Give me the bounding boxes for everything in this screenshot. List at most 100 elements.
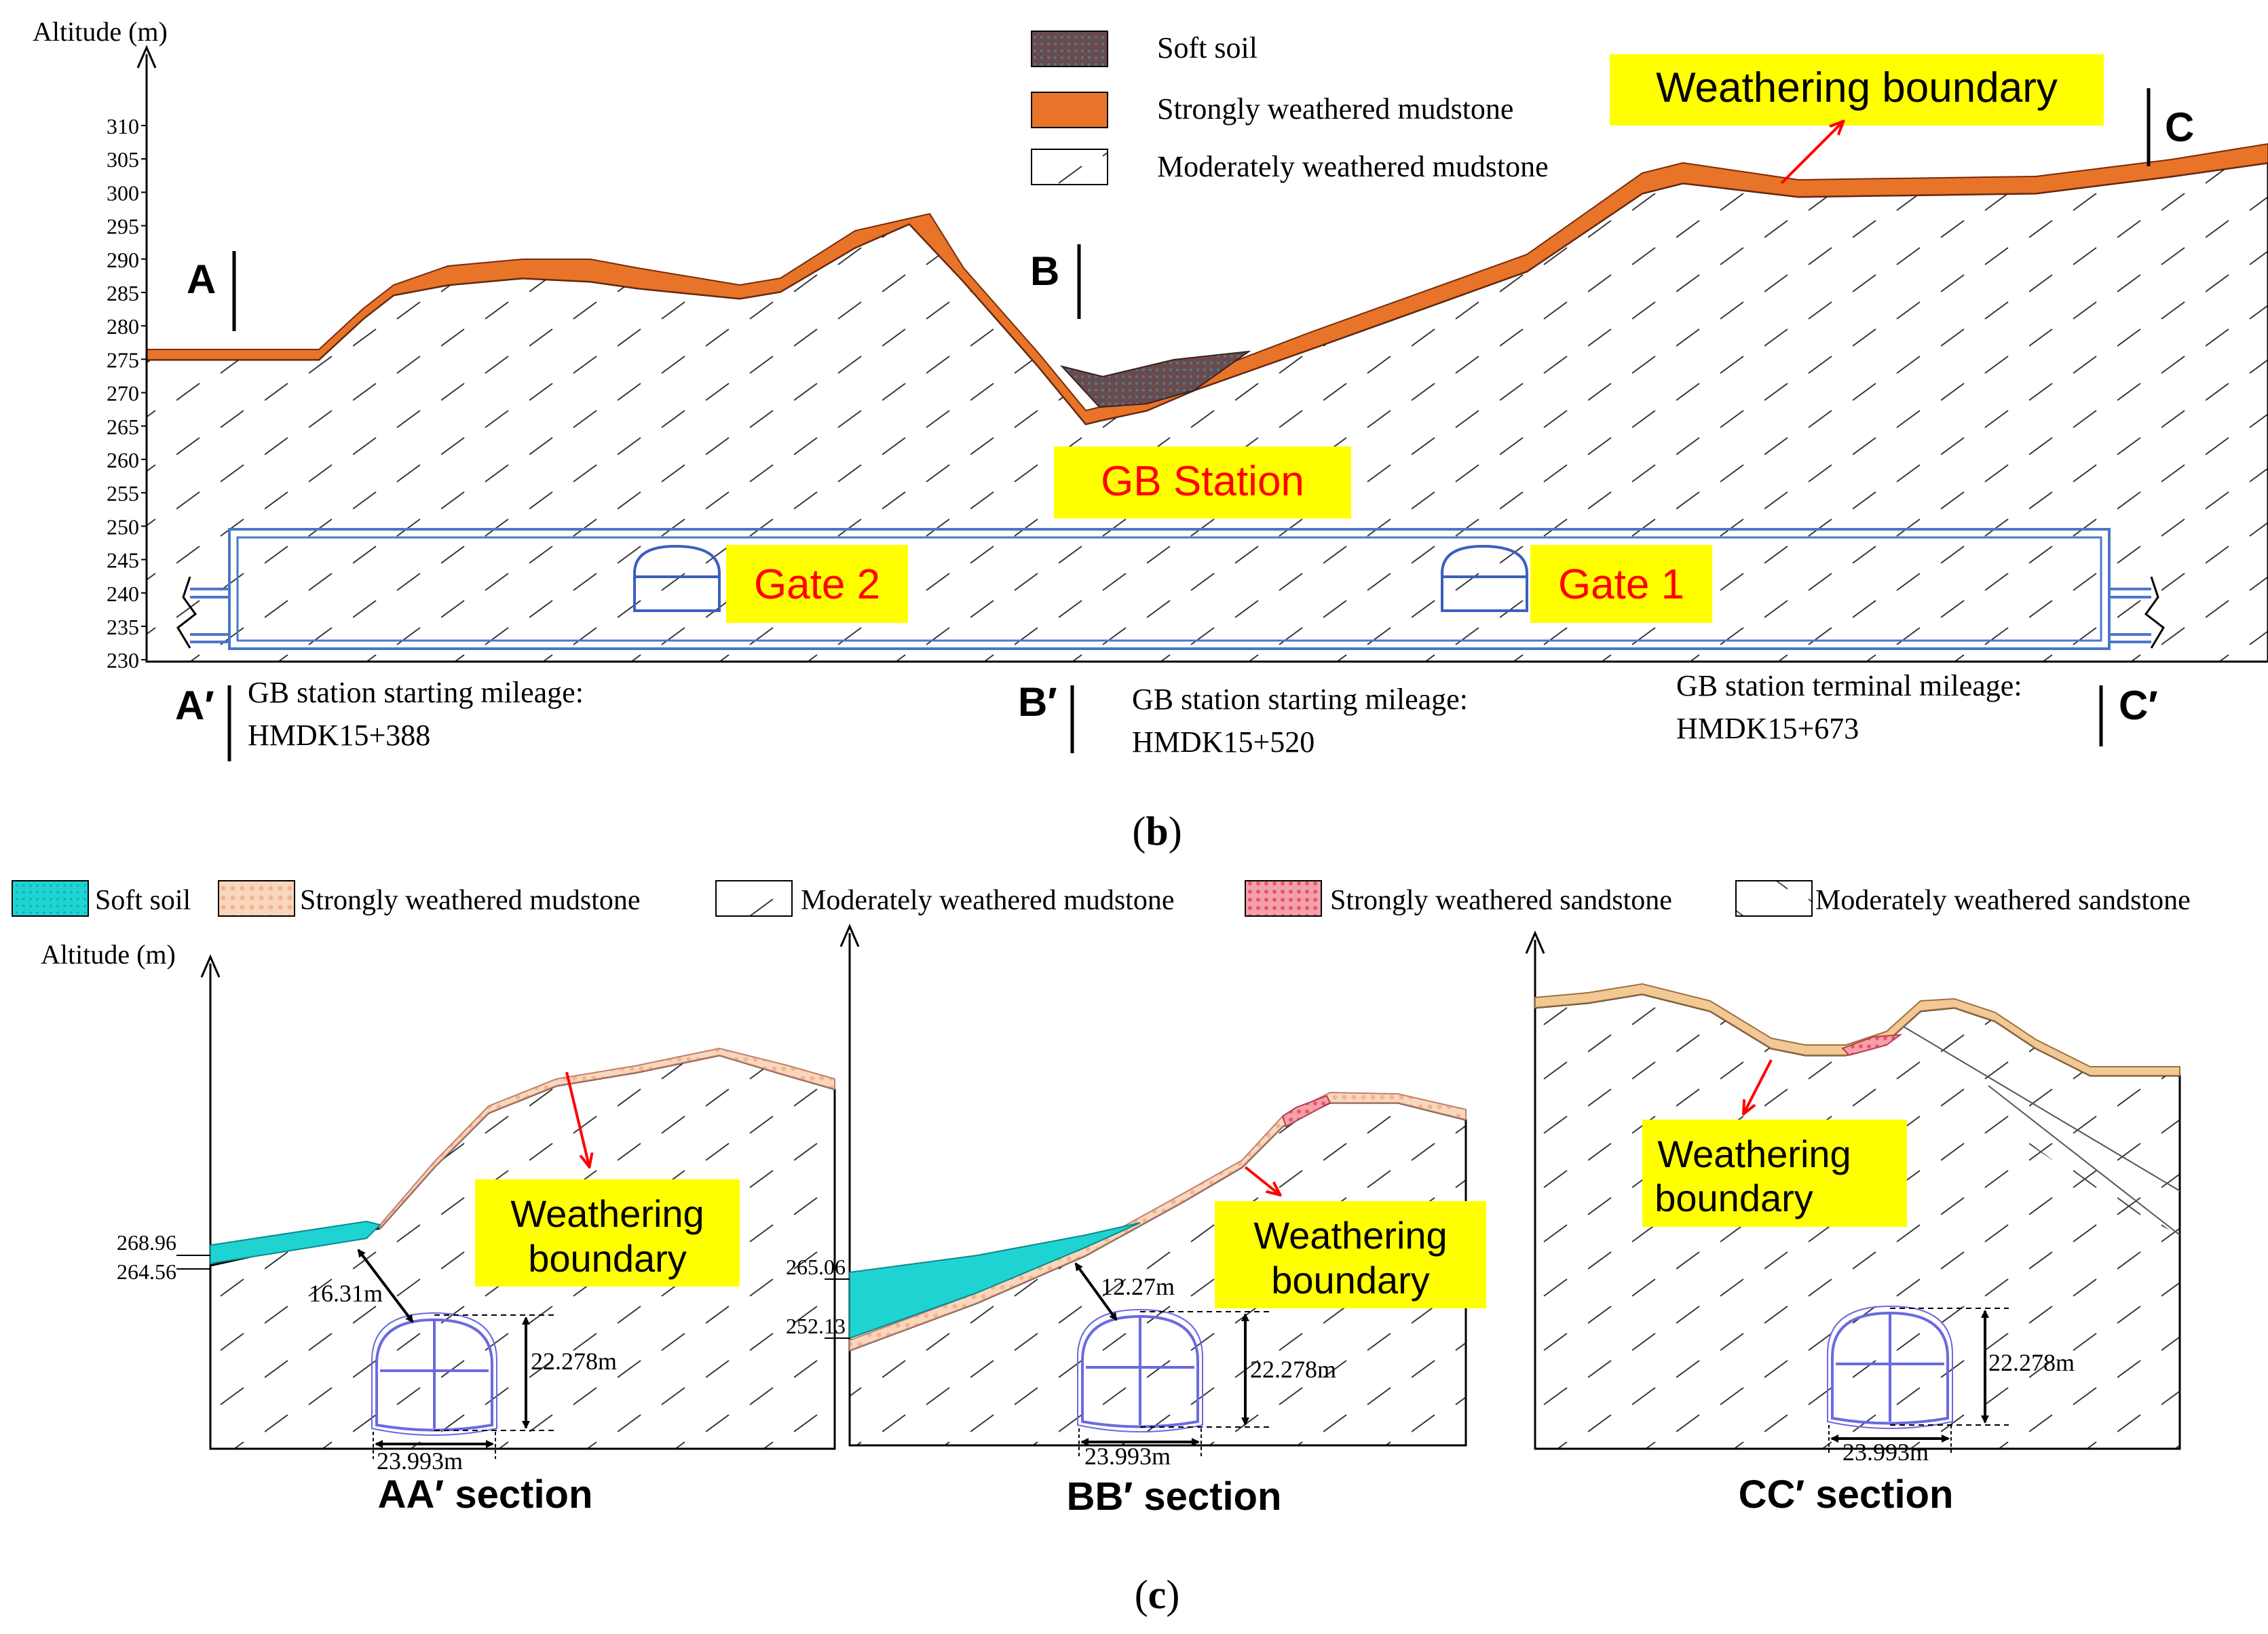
mileage-a-line1: GB station starting mileage: bbox=[248, 676, 584, 709]
strong-mudstone-layer bbox=[146, 142, 2268, 425]
bb-height: 22.278m bbox=[1250, 1356, 1336, 1383]
c-legend-swatch-strong-mudstone bbox=[218, 880, 295, 917]
b-weathering-arrow bbox=[1780, 122, 1842, 185]
b-tick-label: 270 bbox=[107, 381, 139, 406]
b-weathering-label-box bbox=[1610, 54, 2104, 126]
aa-depth: 16.31m bbox=[309, 1280, 383, 1307]
b-axis-label: Altitude (m) bbox=[33, 16, 168, 47]
b-tick-label: 245 bbox=[107, 548, 139, 573]
cc-weathering-line2: boundary bbox=[1655, 1177, 1813, 1219]
b-y-axis-arrowhead bbox=[136, 45, 157, 69]
gate-2-label: Gate 2 bbox=[754, 561, 880, 608]
legend-swatch-strong-mudstone bbox=[1031, 92, 1108, 128]
section-cc: Weathering boundary 22.278m 23.993m CC′ … bbox=[1525, 930, 2181, 1517]
mileage-b-line1: GB station starting mileage: bbox=[1132, 683, 1468, 716]
c-legend: Soft soil Strongly weathered mudstone Mo… bbox=[12, 880, 2191, 917]
cc-title: CC′ section bbox=[1739, 1472, 1954, 1517]
cc-weathering-arrow bbox=[1744, 1059, 1773, 1113]
gb-station-inner-outline bbox=[236, 536, 2102, 642]
b-section-markers: A B C A′ B′ C′ bbox=[175, 88, 2194, 761]
section-bb: 265.06 252.13 Weathering boundary 12.27m… bbox=[786, 924, 1486, 1519]
mileage-b-line2: HMDK15+520 bbox=[1132, 725, 1315, 759]
cc-height: 22.278m bbox=[1988, 1349, 2075, 1376]
gate-1-label: Gate 1 bbox=[1558, 561, 1684, 608]
legend-swatch-soft-soil bbox=[1031, 31, 1108, 67]
b-tick-label: 300 bbox=[107, 180, 139, 205]
aa-bottom-alt: 264.56 bbox=[117, 1259, 176, 1284]
b-tick-label: 240 bbox=[107, 582, 139, 606]
bb-top-alt: 265.06 bbox=[786, 1255, 846, 1279]
c-legend-label-0: Soft soil bbox=[95, 885, 191, 916]
bb-width: 23.993m bbox=[1084, 1443, 1171, 1470]
bb-strong-sandstone bbox=[1281, 1095, 1331, 1128]
gate-1-portal bbox=[1441, 544, 1528, 612]
bb-tunnel bbox=[1081, 1314, 1199, 1428]
c-legend-swatch-moderate-sandstone bbox=[1735, 880, 1813, 917]
aa-strong-mudstone bbox=[379, 1047, 835, 1230]
mark-c-prime: C′ bbox=[2119, 683, 2158, 728]
gate-2-portal bbox=[633, 544, 721, 612]
bb-depth-arrow bbox=[1074, 1262, 1118, 1321]
mileage-a-line2: HMDK15+388 bbox=[248, 719, 430, 752]
b-tick-label: 260 bbox=[107, 448, 139, 472]
mark-b: B bbox=[1030, 248, 1059, 294]
aa-tunnel bbox=[375, 1318, 493, 1432]
b-tick-label: 255 bbox=[107, 481, 139, 506]
c-legend-swatch-strong-sandstone bbox=[1245, 880, 1322, 917]
b-tick-label: 230 bbox=[107, 648, 139, 672]
cc-weathering-box bbox=[1642, 1120, 1907, 1227]
b-weathering-label: Weathering boundary bbox=[1656, 64, 2058, 111]
panel-b: Altitude (m) 310 305 300 295 290 285 280 275 270… bbox=[33, 16, 2268, 854]
b-legend-label-1: Strongly weathered mudstone bbox=[1157, 92, 1513, 126]
mark-b-prime: B′ bbox=[1018, 679, 1057, 725]
station-label-box bbox=[1054, 446, 1351, 518]
panel-c: Soft soil Strongly weathered mudstone Mo… bbox=[12, 880, 2191, 1617]
gate-1-label-box bbox=[1530, 545, 1712, 623]
aa-weathering-arrow bbox=[565, 1071, 589, 1166]
mark-a: A bbox=[187, 256, 216, 302]
bb-weathering-line1: Weathering bbox=[1253, 1214, 1447, 1257]
aa-depth-arrow bbox=[357, 1249, 414, 1323]
station-end-left bbox=[176, 576, 229, 649]
b-tick-label: 290 bbox=[107, 248, 139, 272]
bb-title: BB′ section bbox=[1067, 1475, 1282, 1519]
b-tick-label: 310 bbox=[107, 114, 139, 138]
b-tick-label: 295 bbox=[107, 214, 139, 239]
aa-soft-soil bbox=[210, 1220, 381, 1265]
aa-weathering-box bbox=[475, 1179, 740, 1287]
bb-weathering-line2: boundary bbox=[1271, 1259, 1430, 1302]
cc-strong-sandstone bbox=[1841, 1033, 1903, 1057]
station-label: GB Station bbox=[1101, 458, 1304, 505]
section-aa: 268.96 264.56 Weathering boundary 16.31m… bbox=[117, 954, 836, 1517]
c-legend-label-1: Strongly weathered mudstone bbox=[300, 885, 641, 916]
mark-a-prime: A′ bbox=[175, 683, 214, 728]
c-legend-swatch-soft-soil bbox=[12, 880, 89, 917]
mileage-c-line1: GB station terminal mileage: bbox=[1676, 669, 2022, 702]
b-legend-label-0: Soft soil bbox=[1157, 31, 1258, 64]
soft-soil-pocket bbox=[1060, 350, 1251, 408]
gate-2-label-box bbox=[726, 545, 908, 623]
aa-weathering-line1: Weathering bbox=[510, 1192, 704, 1235]
aa-width: 23.993m bbox=[377, 1447, 463, 1475]
c-legend-label-3: Strongly weathered sandstone bbox=[1330, 885, 1672, 916]
station-end-right bbox=[2109, 576, 2165, 649]
cc-weathering-line1: Weathering bbox=[1657, 1133, 1851, 1175]
b-tick-label: 250 bbox=[107, 514, 139, 539]
c-axis-label: Altitude (m) bbox=[41, 939, 176, 970]
bb-soft-soil bbox=[849, 1222, 1141, 1340]
moderate-mudstone-body bbox=[145, 162, 2268, 663]
cc-sandstone-band bbox=[1900, 1025, 2180, 1235]
b-tick-label: 280 bbox=[107, 314, 139, 339]
mark-c: C bbox=[2165, 104, 2194, 150]
b-tick-label: 265 bbox=[107, 415, 139, 439]
c-legend-swatch-moderate-mudstone bbox=[715, 880, 793, 917]
cc-tunnel bbox=[1831, 1311, 1949, 1425]
c-legend-label-4: Moderately weathered sandstone bbox=[1815, 885, 2191, 916]
b-tick-label: 275 bbox=[107, 347, 139, 372]
mileage-c-line2: HMDK15+673 bbox=[1676, 712, 1859, 745]
aa-title: AA′ section bbox=[378, 1472, 593, 1517]
b-tick-label: 305 bbox=[107, 147, 139, 172]
b-tick-label: 235 bbox=[107, 615, 139, 639]
b-tick-label: 285 bbox=[107, 281, 139, 305]
